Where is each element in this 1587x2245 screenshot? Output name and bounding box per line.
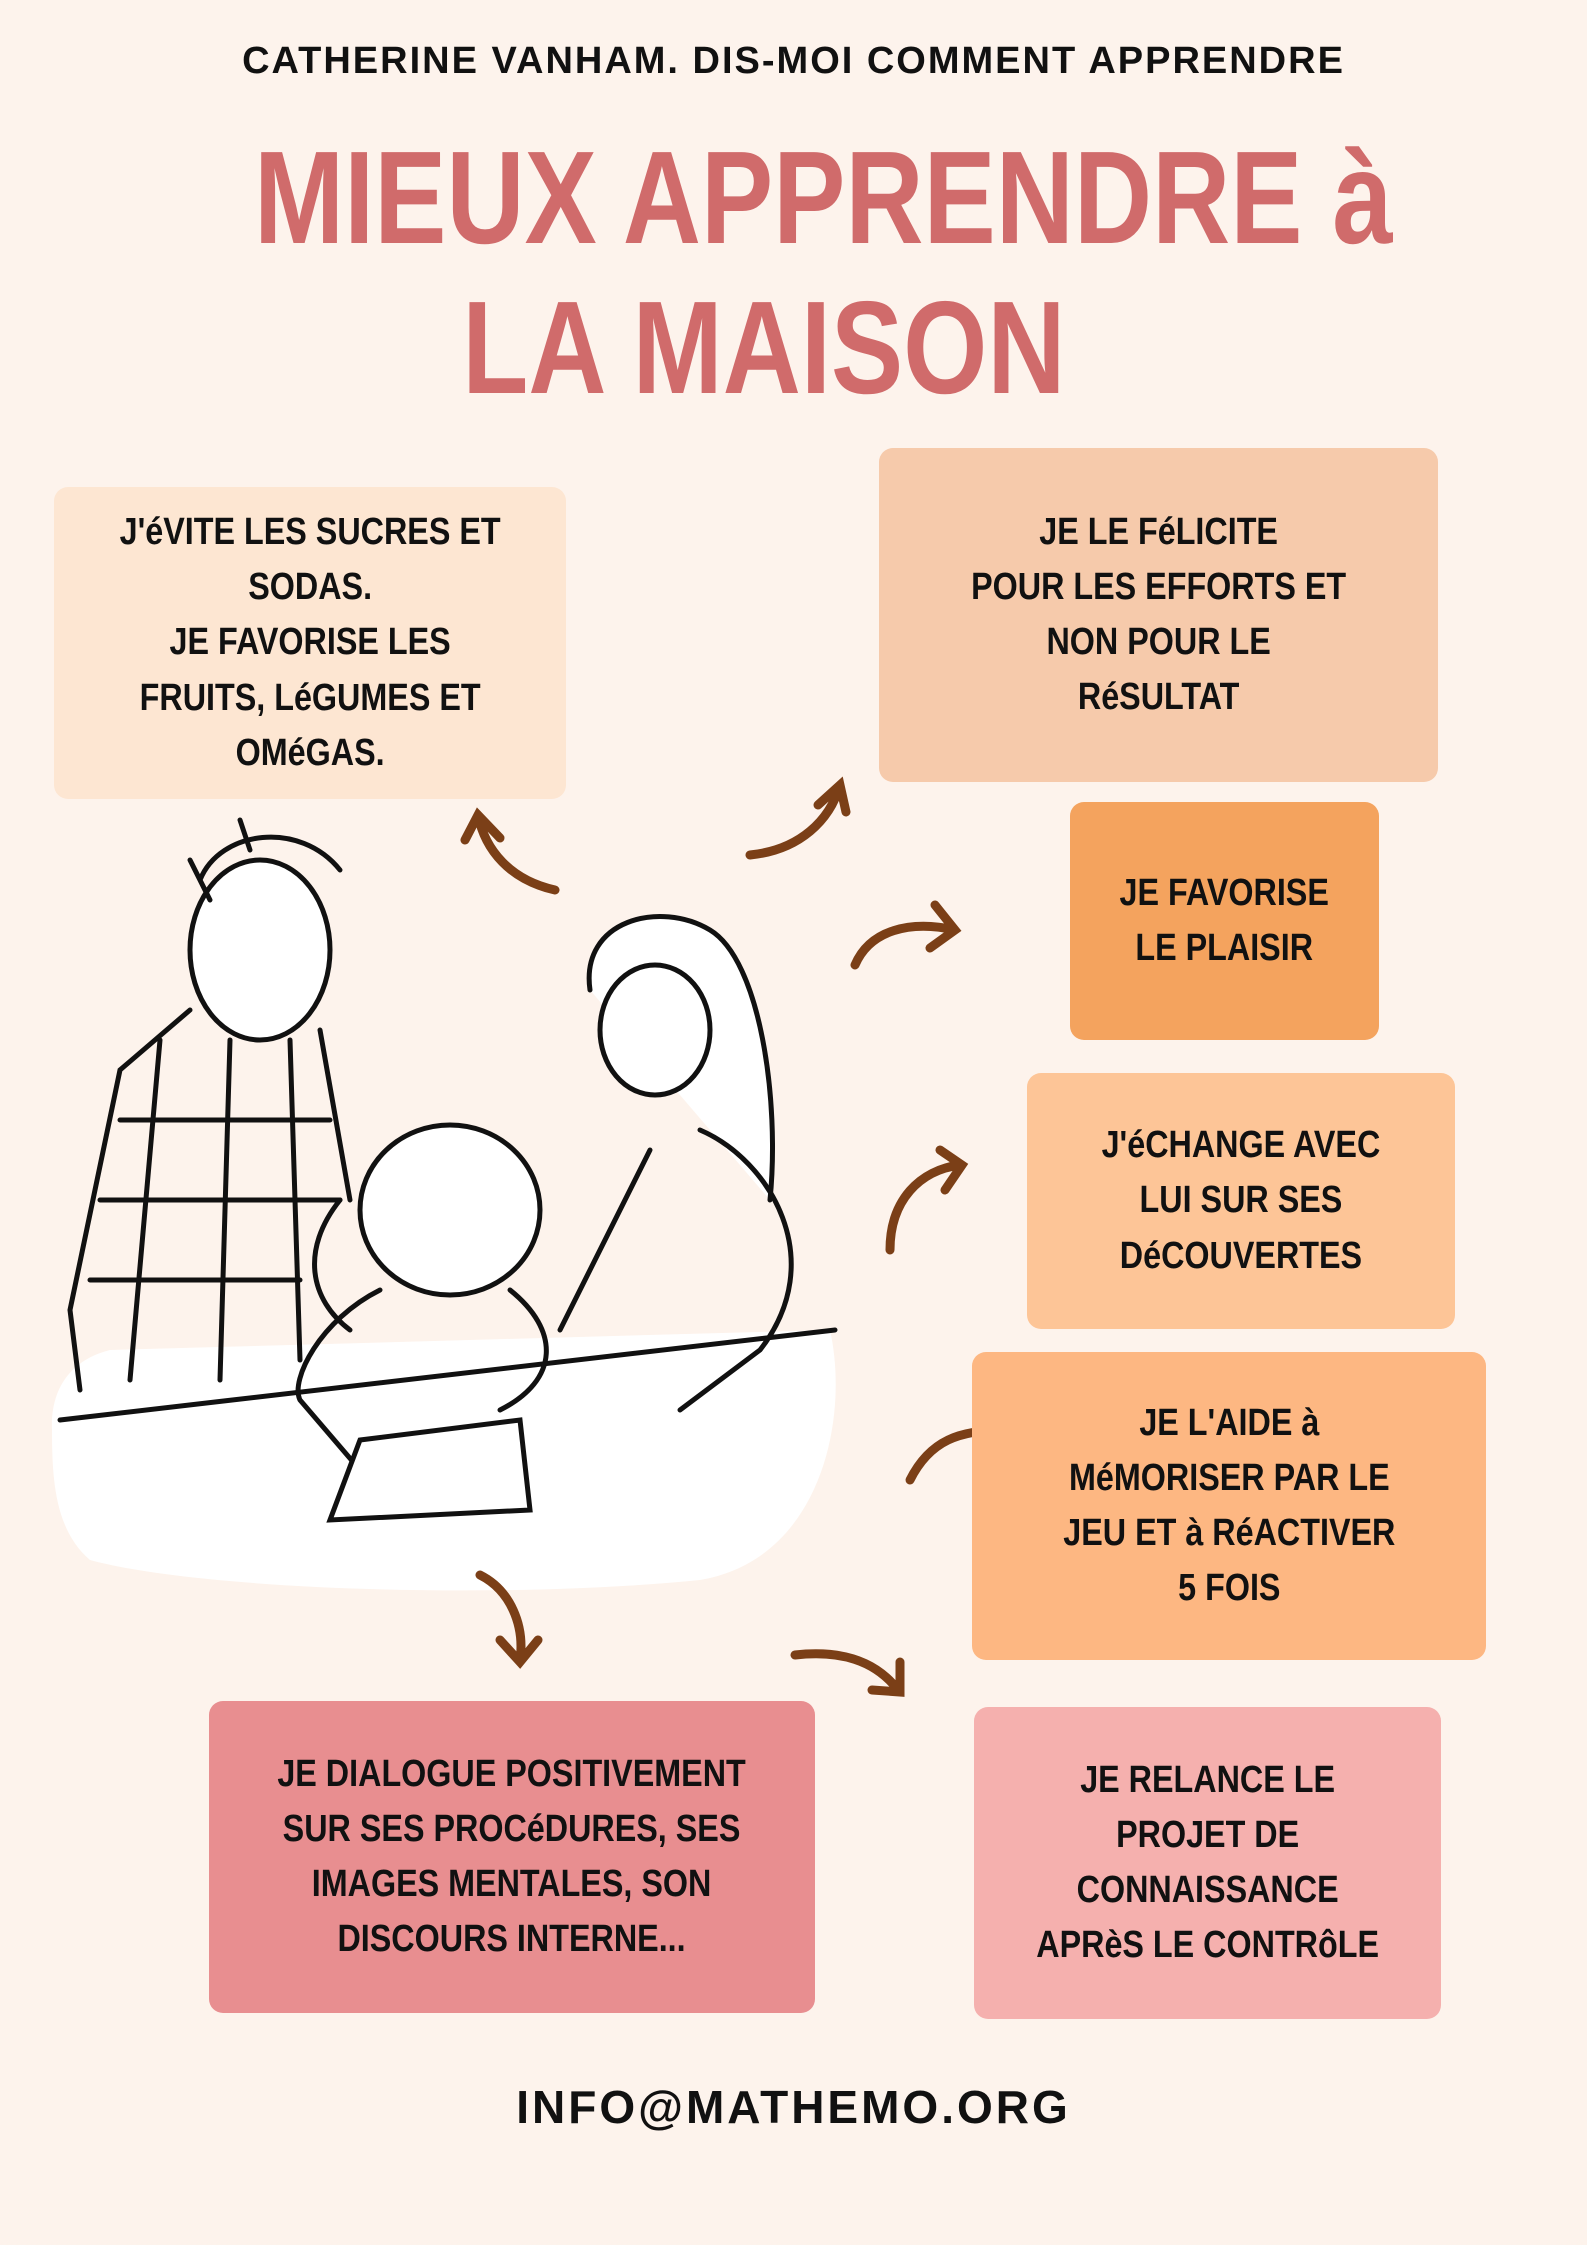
tip-discuss-discoveries-text: J'éCHANGE AVEC LUI SUR SES DéCOUVERTES bbox=[1101, 1124, 1381, 1277]
tip-memorize: JE L'AIDE à MéMORISER PAR LE JEU ET à Ré… bbox=[972, 1352, 1486, 1660]
tip-nutrition-text: J'éVITE LES SUCRES ET SODAS. JE FAVORISE… bbox=[119, 511, 501, 774]
arrow-icon bbox=[475, 1570, 543, 1669]
page-title-line-2-wrap: LA MAISON bbox=[0, 282, 1557, 414]
tip-praise-effort-text: JE LE FéLICITE POUR LES EFFORTS ET NON P… bbox=[970, 510, 1347, 719]
page-title-line-1-wrap: MIEUX APPRENDRE à bbox=[30, 132, 1587, 264]
tip-positive-dialogue-text: JE DIALOGUE POSITIVEMENT SUR SES PROCéDU… bbox=[277, 1752, 747, 1961]
arrow-icon bbox=[745, 776, 851, 860]
arrow-icon bbox=[850, 900, 962, 970]
page-title-line-2: LA MAISON bbox=[461, 274, 1066, 421]
tip-pleasure: JE FAVORISE LE PLAISIR bbox=[1070, 802, 1379, 1040]
tip-memorize-text: JE L'AIDE à MéMORISER PAR LE JEU ET à Ré… bbox=[1062, 1401, 1396, 1610]
tip-nutrition: J'éVITE LES SUCRES ET SODAS. JE FAVORISE… bbox=[54, 487, 566, 799]
contact-email[interactable]: INFO@MATHEMO.ORG bbox=[516, 2081, 1071, 2133]
tip-discuss-discoveries: J'éCHANGE AVEC LUI SUR SES DéCOUVERTES bbox=[1027, 1073, 1455, 1329]
illustration bbox=[51, 817, 838, 1591]
arrow-icon bbox=[790, 1649, 905, 1697]
tip-praise-effort: JE LE FéLICITE POUR LES EFFORTS ET NON P… bbox=[879, 448, 1438, 782]
tip-relaunch-project: JE RELANCE LE PROJET DE CONNAISSANCE APR… bbox=[974, 1707, 1441, 2019]
tip-positive-dialogue: JE DIALOGUE POSITIVEMENT SUR SES PROCéDU… bbox=[209, 1701, 815, 2013]
tip-pleasure-text: JE FAVORISE LE PLAISIR bbox=[1119, 871, 1330, 969]
arrow-icon bbox=[460, 807, 560, 895]
author-header: CATHERINE VANHAM. DIS-MOI COMMENT APPREN… bbox=[242, 40, 1345, 82]
arrow-icon bbox=[885, 1145, 969, 1255]
tip-relaunch-project-text: JE RELANCE LE PROJET DE CONNAISSANCE APR… bbox=[1036, 1758, 1379, 1967]
page-title-line-1: MIEUX APPRENDRE à bbox=[254, 124, 1393, 271]
